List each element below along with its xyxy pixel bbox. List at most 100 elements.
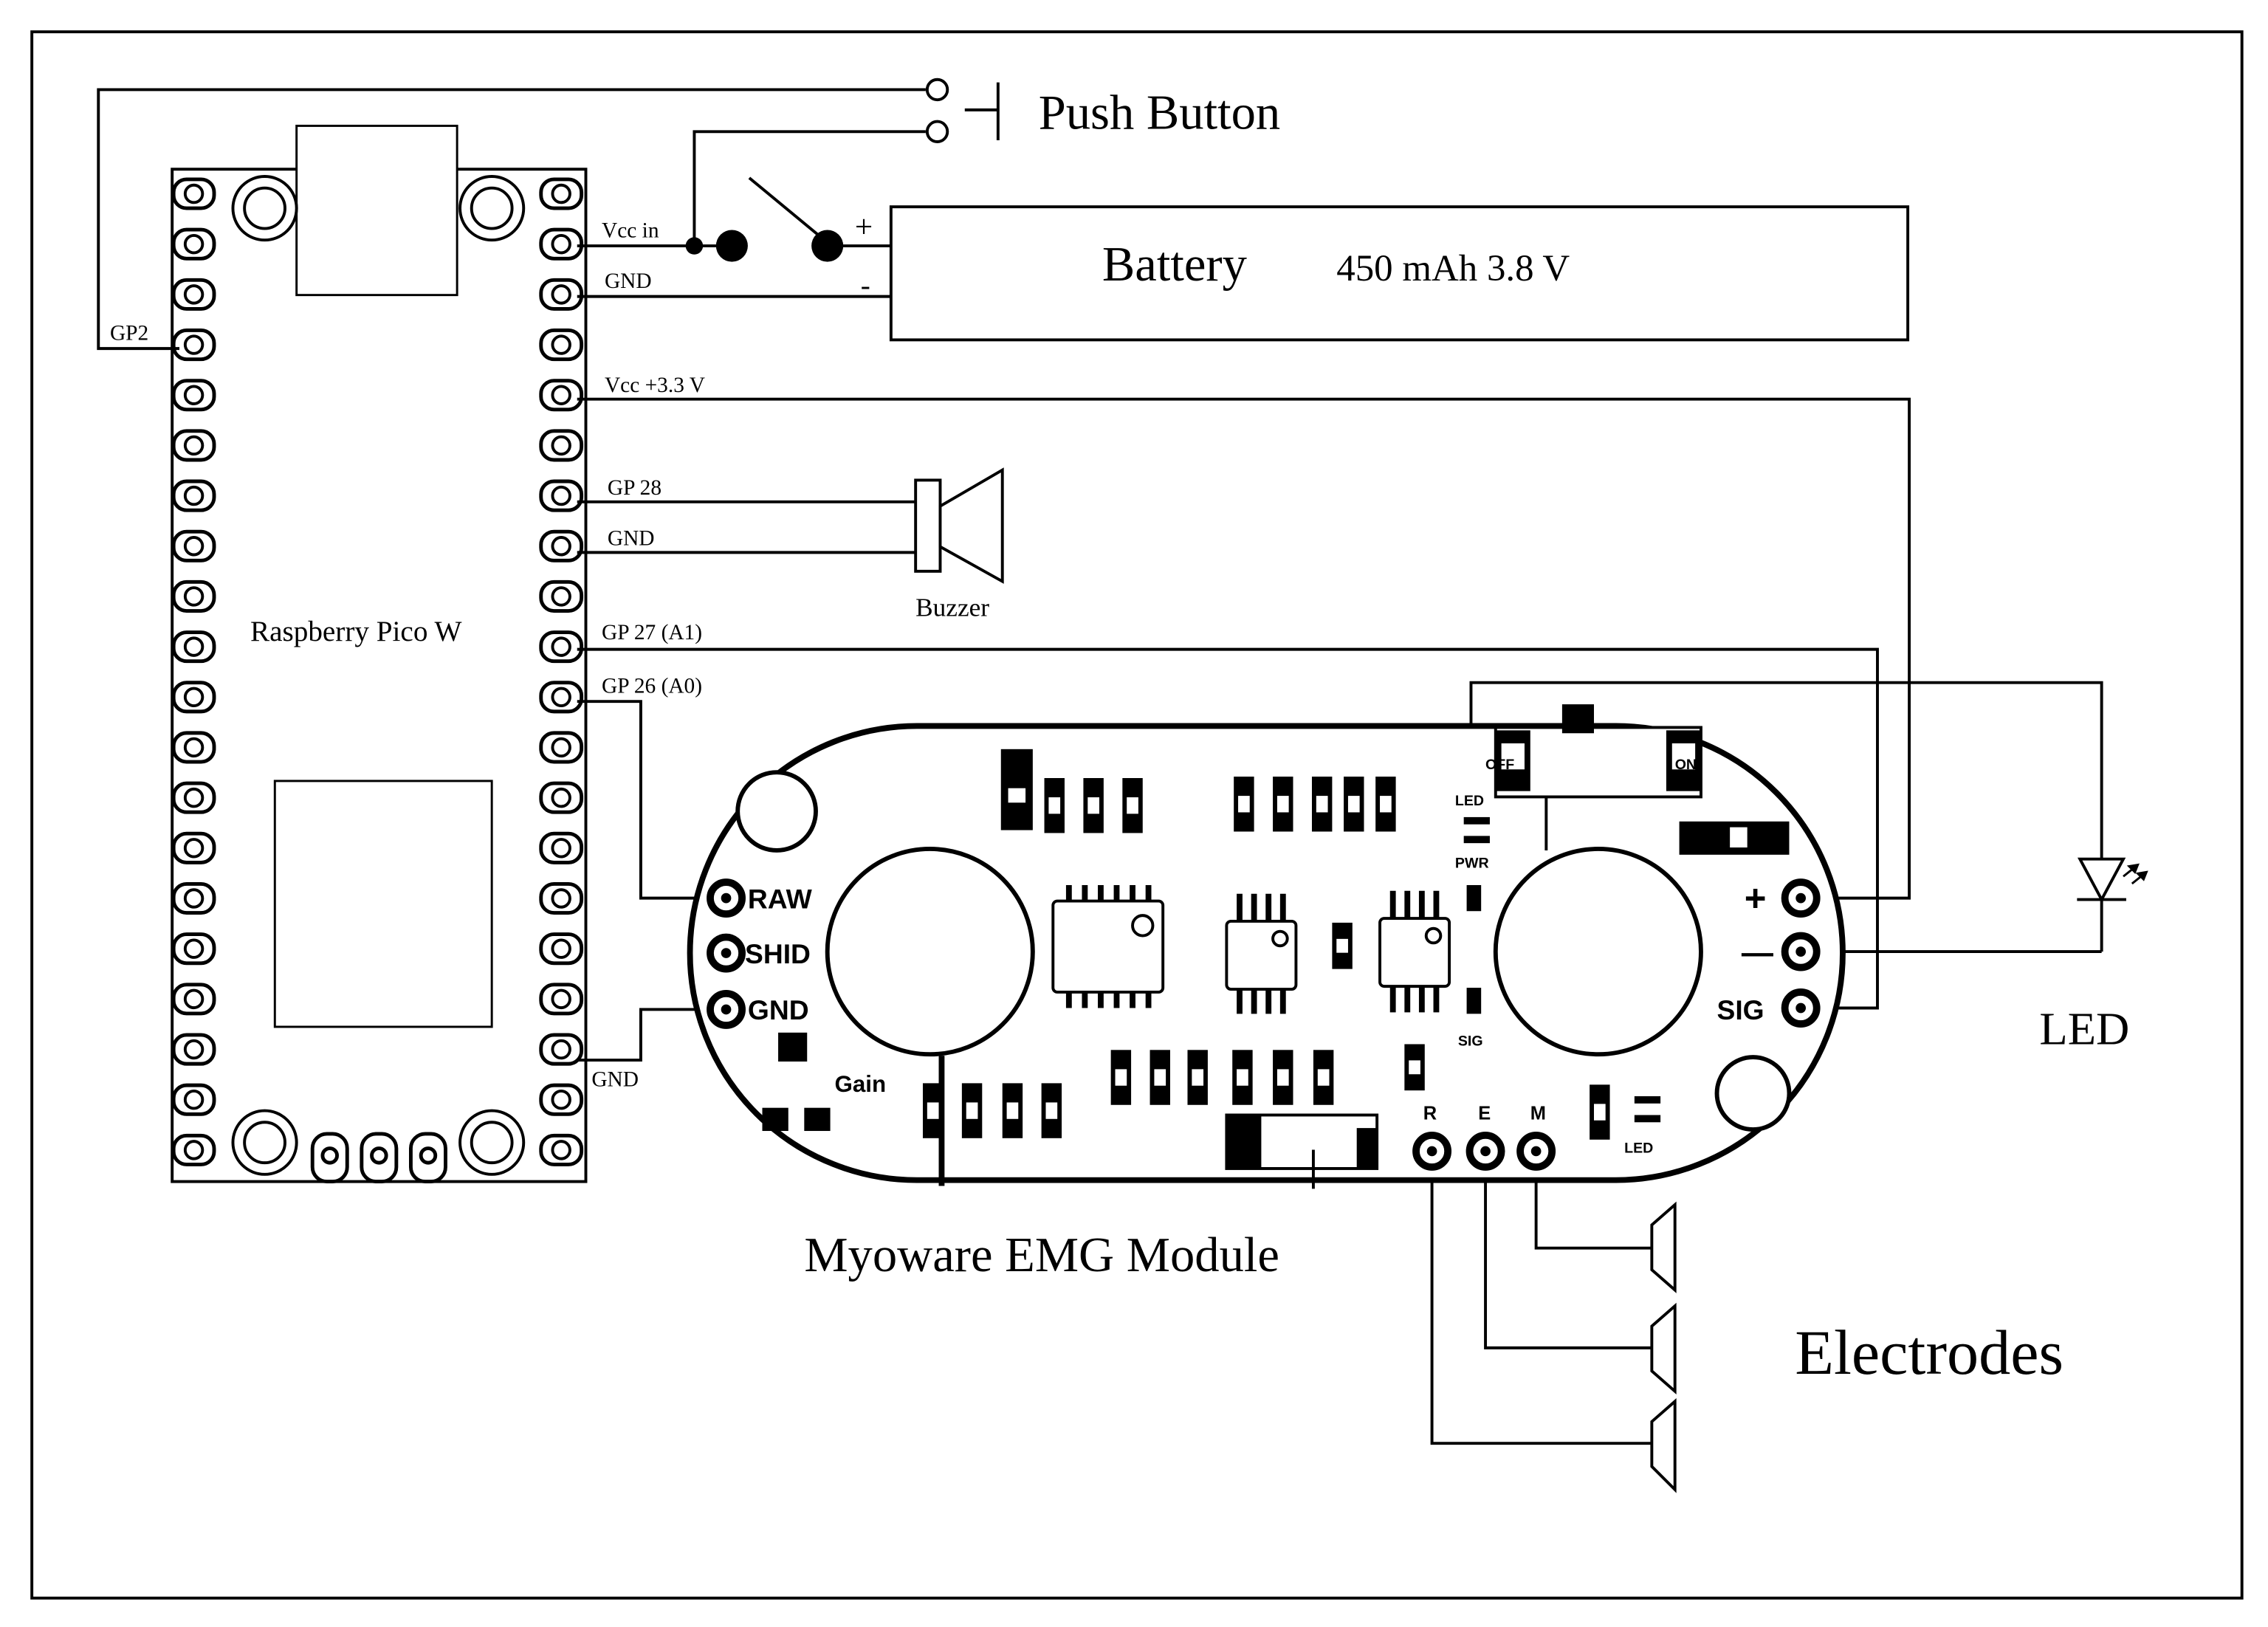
smd-part bbox=[1234, 777, 1254, 832]
header-pin bbox=[171, 881, 216, 915]
smd-part bbox=[762, 1107, 788, 1132]
header-pin bbox=[539, 1133, 584, 1166]
smd-part bbox=[1273, 777, 1293, 832]
header-pin bbox=[171, 379, 216, 412]
smd-part bbox=[1466, 988, 1482, 1014]
header-pin bbox=[539, 731, 584, 764]
pico-pins-left bbox=[171, 177, 216, 1166]
junction-dots bbox=[685, 230, 844, 262]
header-pin bbox=[539, 227, 584, 261]
smd-part bbox=[1122, 778, 1143, 833]
electrodes-label: Electrodes bbox=[1795, 1317, 2063, 1388]
header-pin bbox=[171, 681, 216, 714]
header-pin bbox=[539, 681, 584, 714]
wire-electrode-m bbox=[1534, 1151, 1652, 1250]
smd-components bbox=[762, 749, 1661, 1140]
header-pin bbox=[539, 479, 584, 512]
header-pin bbox=[171, 781, 216, 814]
emg-pin-r: R bbox=[1423, 1103, 1437, 1124]
smd-part bbox=[1463, 836, 1490, 844]
wire-vcc33-emg-plus bbox=[577, 397, 1911, 900]
header-pin bbox=[539, 278, 584, 311]
smd-part bbox=[961, 1083, 983, 1138]
emg-pin-plus: + bbox=[1745, 877, 1767, 919]
buzzer-symbol bbox=[914, 467, 1004, 584]
smd-part bbox=[1273, 1050, 1293, 1105]
smd-part bbox=[1187, 1050, 1208, 1105]
smd-part bbox=[1150, 1050, 1170, 1105]
header-pin bbox=[539, 630, 584, 664]
smd-part bbox=[1634, 1096, 1661, 1104]
smd-part bbox=[1344, 777, 1364, 832]
smd-part bbox=[922, 1083, 944, 1138]
debug-pads bbox=[310, 1132, 447, 1184]
header-pin bbox=[539, 983, 584, 1016]
diagram-frame bbox=[30, 30, 2244, 1600]
battery-spec: 450 mAh 3.8 V bbox=[1336, 248, 1570, 289]
mount-holes bbox=[231, 175, 526, 1176]
smd-part bbox=[1002, 1083, 1023, 1138]
electrode-snap-left bbox=[825, 847, 1035, 1057]
header-pin bbox=[171, 227, 216, 261]
smd-part bbox=[1110, 1050, 1132, 1105]
led-label: LED bbox=[2039, 1002, 2129, 1054]
header-pin bbox=[171, 932, 216, 966]
smd-part bbox=[1404, 1044, 1425, 1091]
header-pin bbox=[171, 278, 216, 311]
electrode-symbols bbox=[1650, 1201, 1677, 1493]
header-pin bbox=[539, 379, 584, 412]
pin-label-vcc-in: Vcc in bbox=[602, 219, 659, 242]
header-pin bbox=[539, 1033, 584, 1066]
wire-vcc-button bbox=[693, 130, 926, 247]
battery-body bbox=[889, 205, 1910, 342]
ic-chip-3 bbox=[1378, 917, 1451, 988]
smd-part bbox=[1466, 884, 1482, 912]
smd-part bbox=[1590, 1084, 1610, 1140]
emg-module-board bbox=[687, 704, 1846, 1189]
pin-label-gnd-2: GND bbox=[608, 527, 655, 551]
header-pin bbox=[171, 177, 216, 210]
emg-pin-shid: SHID bbox=[745, 938, 811, 969]
led-symbol bbox=[2077, 857, 2148, 903]
header-pin bbox=[539, 881, 584, 915]
header-pin bbox=[539, 529, 584, 563]
pin-label-gp2: GP2 bbox=[110, 321, 148, 345]
header-pin bbox=[171, 479, 216, 512]
wire-gnd-emg-gnd bbox=[577, 1008, 716, 1062]
ic-chip-2 bbox=[1225, 919, 1298, 991]
emg-silk-pwr: PWR bbox=[1455, 855, 1489, 871]
electrode-m bbox=[1650, 1201, 1677, 1293]
smd-part bbox=[1041, 1083, 1062, 1138]
smd-part bbox=[1463, 816, 1490, 825]
emg-silk-led-top: LED bbox=[1455, 793, 1484, 809]
header-pin bbox=[539, 329, 584, 362]
header-pin bbox=[171, 831, 216, 864]
emg-silk-led-bottom: LED bbox=[1624, 1140, 1653, 1156]
smd-part bbox=[1313, 1050, 1334, 1105]
pin-label-gnd-1: GND bbox=[605, 269, 652, 293]
emg-silk-sig: SIG bbox=[1458, 1033, 1483, 1049]
header-pin bbox=[171, 429, 216, 462]
battery-plus-sign: + bbox=[855, 210, 873, 244]
rp2040-chip bbox=[273, 780, 493, 1028]
smd-part bbox=[1375, 777, 1396, 832]
emg-silk-on: ON bbox=[1675, 757, 1697, 773]
pin-label-gp28: GP 28 bbox=[608, 476, 662, 500]
smd-part bbox=[778, 1032, 808, 1062]
emg-pin-raw: RAW bbox=[748, 883, 813, 914]
pico-title: Raspberry Pico W bbox=[250, 616, 462, 647]
push-button-label: Push Button bbox=[1039, 86, 1281, 140]
pin-label-gnd-3: GND bbox=[591, 1067, 639, 1091]
header-pin bbox=[171, 731, 216, 764]
emg-pin-sig: SIG bbox=[1717, 994, 1764, 1025]
header-pin bbox=[171, 630, 216, 664]
electrode-snap-right bbox=[1493, 847, 1703, 1057]
smd-part bbox=[1232, 1050, 1253, 1105]
pin-label-gp26: GP 26 (A0) bbox=[602, 674, 702, 698]
emg-module-label: Myoware EMG Module bbox=[804, 1228, 1279, 1282]
wire-gp26-emg-raw bbox=[577, 700, 716, 900]
header-pin bbox=[171, 1033, 216, 1066]
header-pin bbox=[171, 579, 216, 613]
header-pin bbox=[539, 579, 584, 613]
